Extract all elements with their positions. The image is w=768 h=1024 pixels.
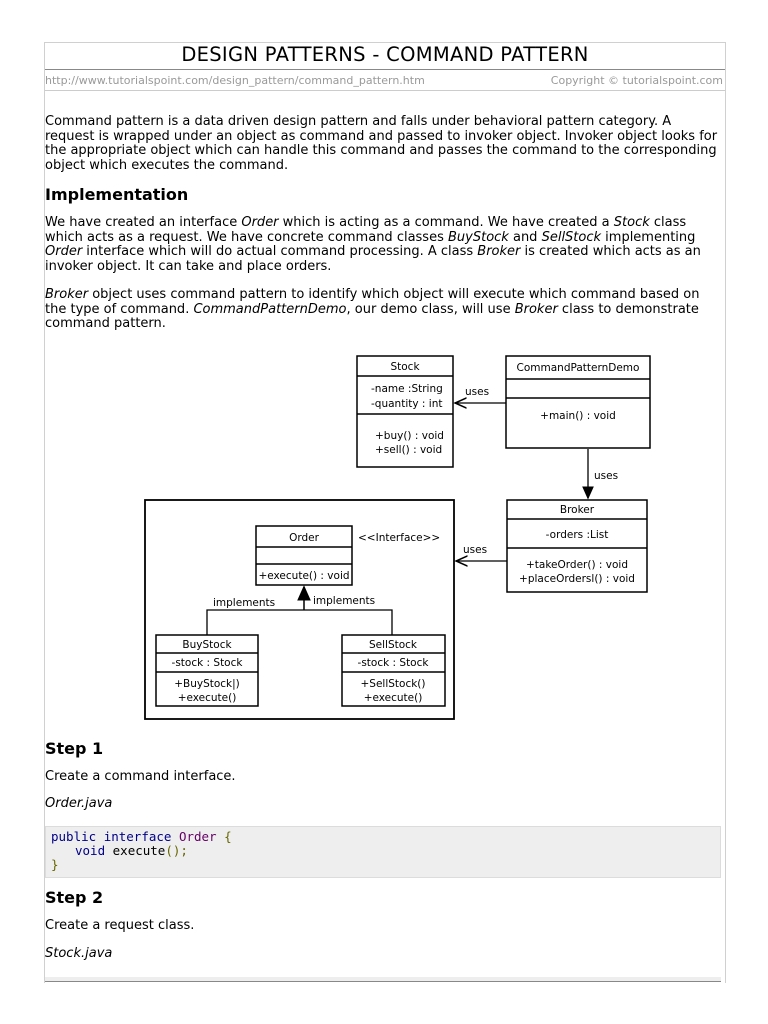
stock-attr-name: -name :String [371, 383, 443, 395]
code-line-1: public interface Order { [51, 829, 232, 844]
broker-op-take: +takeOrder() : void [526, 559, 628, 571]
uses-label-demo-stock: uses [465, 386, 489, 398]
code-line-3: } [51, 857, 59, 872]
sellstock-class-name: SellStock [369, 639, 418, 651]
page-title: DESIGN PATTERNS - COMMAND PATTERN [181, 43, 589, 66]
implements-label-buystock: implements [213, 597, 275, 609]
code-line-2: void execute(); [75, 843, 188, 858]
demo-class-name: CommandPatternDemo [517, 362, 640, 374]
implementation-paragraph-1: We have created an interface Order which… [45, 215, 701, 274]
implementation-heading: Implementation [45, 185, 189, 204]
step1-text: Create a command interface. [45, 769, 236, 784]
step1-filename: Order.java [45, 796, 113, 811]
stock-op-sell: +sell() : void [375, 444, 442, 456]
sellstock-attr-stock: -stock : Stock [358, 657, 430, 669]
sellstock-op-execute: +execute() [364, 692, 423, 704]
buystock-op-constructor: +BuyStock|) [174, 678, 240, 690]
step2-text: Create a request class. [45, 918, 195, 933]
buystock-op-execute: +execute() [178, 692, 237, 704]
page-bottom-divider [45, 977, 721, 982]
broker-op-place: +placeOrdersl() : void [519, 573, 635, 585]
step1-heading: Step 1 [45, 739, 104, 758]
step2-heading: Step 2 [45, 888, 104, 907]
order-stereotype: <<Interface>> [358, 532, 440, 544]
stock-attr-quantity: -quantity : int [371, 398, 442, 410]
broker-class-box: Broker -orders :List +takeOrder() : void… [506, 499, 648, 593]
order-interface-name: Order [289, 532, 320, 544]
header-divider [45, 90, 725, 91]
broker-attr-orders: -orders :List [546, 529, 609, 541]
intro-paragraph: Command pattern is a data driven design … [45, 114, 718, 173]
buystock-attr-stock: -stock : Stock [172, 657, 244, 669]
uses-label-demo-broker: uses [594, 470, 618, 482]
command-package-frame [144, 499, 455, 720]
copyright-notice: Copyright © tutorialspoint.com [550, 74, 723, 87]
document-page: DESIGN PATTERNS - COMMAND PATTERN http:/… [44, 42, 726, 983]
title-divider [45, 69, 725, 70]
implements-connector [206, 609, 393, 635]
stock-class-box: Stock -name :String -quantity : int +buy… [356, 355, 454, 468]
buystock-class-name: BuyStock [182, 639, 232, 651]
stock-op-buy: +buy() : void [375, 430, 444, 442]
order-op-execute: +execute() : void [258, 570, 349, 582]
uml-class-diagram: Stock -name :String -quantity : int +buy… [144, 355, 651, 720]
step2-filename: Stock.java [45, 946, 113, 961]
sellstock-op-constructor: +SellStock() [360, 678, 425, 690]
sellstock-class-box: SellStock -stock : Stock +SellStock() +e… [341, 634, 446, 707]
demo-class-box: CommandPatternDemo +main() : void [505, 355, 651, 449]
buystock-class-box: BuyStock -stock : Stock +BuyStock|) +exe… [155, 634, 259, 707]
broker-class-name: Broker [560, 504, 595, 516]
order-interface-box: Order <<Interface>> +execute() : void [255, 525, 440, 586]
implementation-paragraph-2: Broker object uses command pattern to id… [45, 287, 700, 332]
code-block-order[interactable]: public interface Order { void execute();… [45, 826, 721, 878]
source-url[interactable]: http://www.tutorialspoint.com/design_pat… [45, 74, 425, 87]
demo-op-main: +main() : void [540, 410, 616, 422]
stock-class-name: Stock [390, 361, 420, 373]
uses-label-broker-order: uses [463, 544, 487, 556]
implements-label-sellstock: implements [313, 595, 375, 607]
